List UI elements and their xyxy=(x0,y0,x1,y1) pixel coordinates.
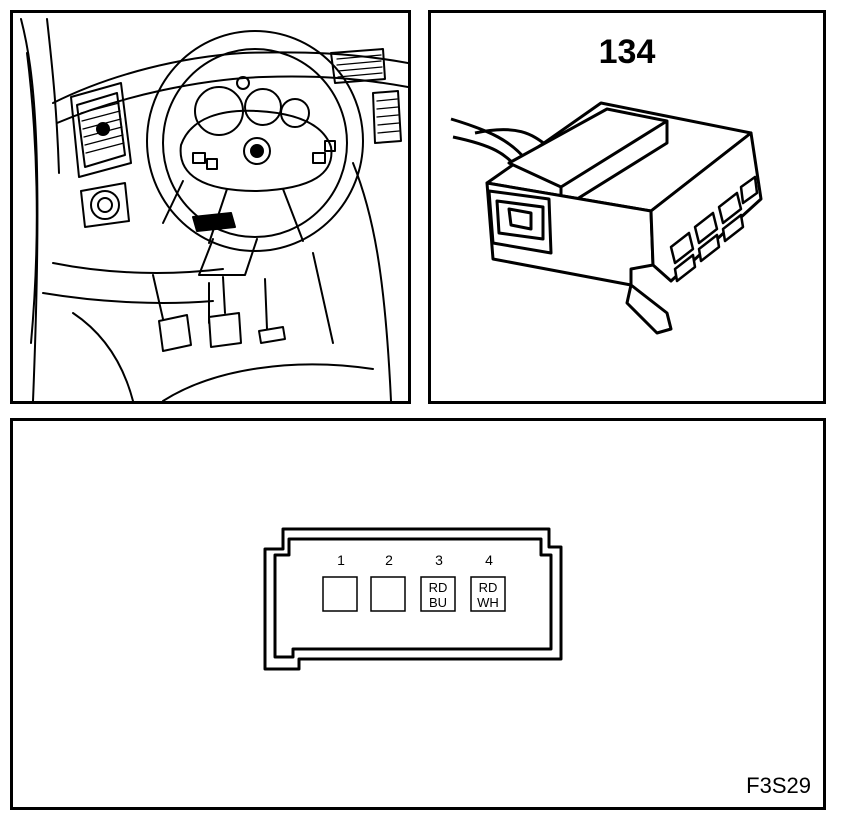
pin-cavity xyxy=(470,576,506,612)
pin-number: 1 xyxy=(337,552,345,568)
connector-view-panel: 134 xyxy=(428,10,826,404)
pin-cavity xyxy=(322,576,358,612)
connector-number: 134 xyxy=(598,33,656,71)
pin-cavity xyxy=(420,576,456,612)
wire-color-label: RD xyxy=(479,580,498,595)
wire-color-label: RD xyxy=(429,580,448,595)
figure-code: F3S29 xyxy=(746,773,811,798)
pinout-panel: 1 2 3 4 RD BU RD WH F3S29 xyxy=(10,418,826,810)
pin-number: 4 xyxy=(485,552,493,568)
dashboard-illustration xyxy=(20,18,408,401)
wire-color-label: WH xyxy=(477,595,499,610)
wire-color-label: BU xyxy=(429,595,447,610)
pin-number: 2 xyxy=(385,552,393,568)
pin-number: 3 xyxy=(435,552,443,568)
location-illustration-panel xyxy=(10,10,411,404)
connector-3d-illustration xyxy=(450,101,763,335)
pin-cavity xyxy=(370,576,406,612)
connector-face-diagram: 1 2 3 4 RD BU RD WH xyxy=(263,527,563,671)
